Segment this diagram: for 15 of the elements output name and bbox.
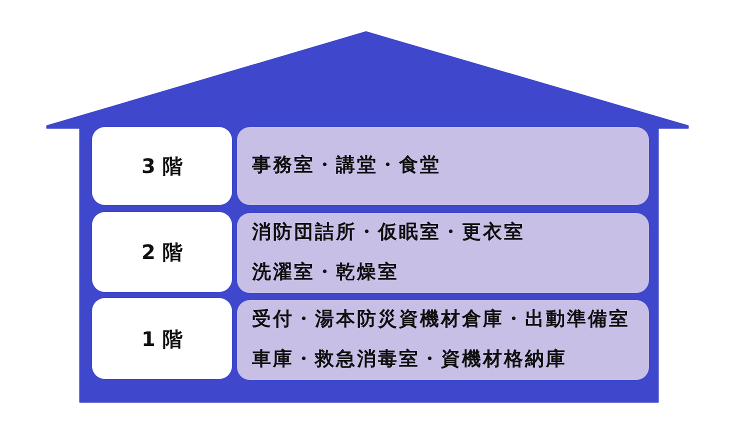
floor-label: 2 階 [142, 240, 182, 264]
room-list: 消防団詰所・仮眠室・更衣室 [252, 222, 525, 244]
room-list-box [237, 127, 649, 205]
room-list-box [237, 213, 649, 293]
floor-box [92, 127, 232, 205]
room-list: 受付・湯本防災資機材倉庫・出動準備室 [252, 309, 630, 331]
room-list-box [237, 300, 649, 380]
floor-box [92, 298, 232, 379]
floor-label: 1 階 [142, 326, 182, 350]
room-list: 車庫・救急消毒室・資機材格納庫 [252, 349, 567, 371]
floor-label: 3 階 [142, 154, 182, 178]
room-list: 洗濯室・乾燥室 [252, 262, 399, 284]
house-shape [46, 31, 689, 403]
room-list: 事務室・講堂・食堂 [252, 155, 441, 177]
floor-box [92, 212, 232, 292]
